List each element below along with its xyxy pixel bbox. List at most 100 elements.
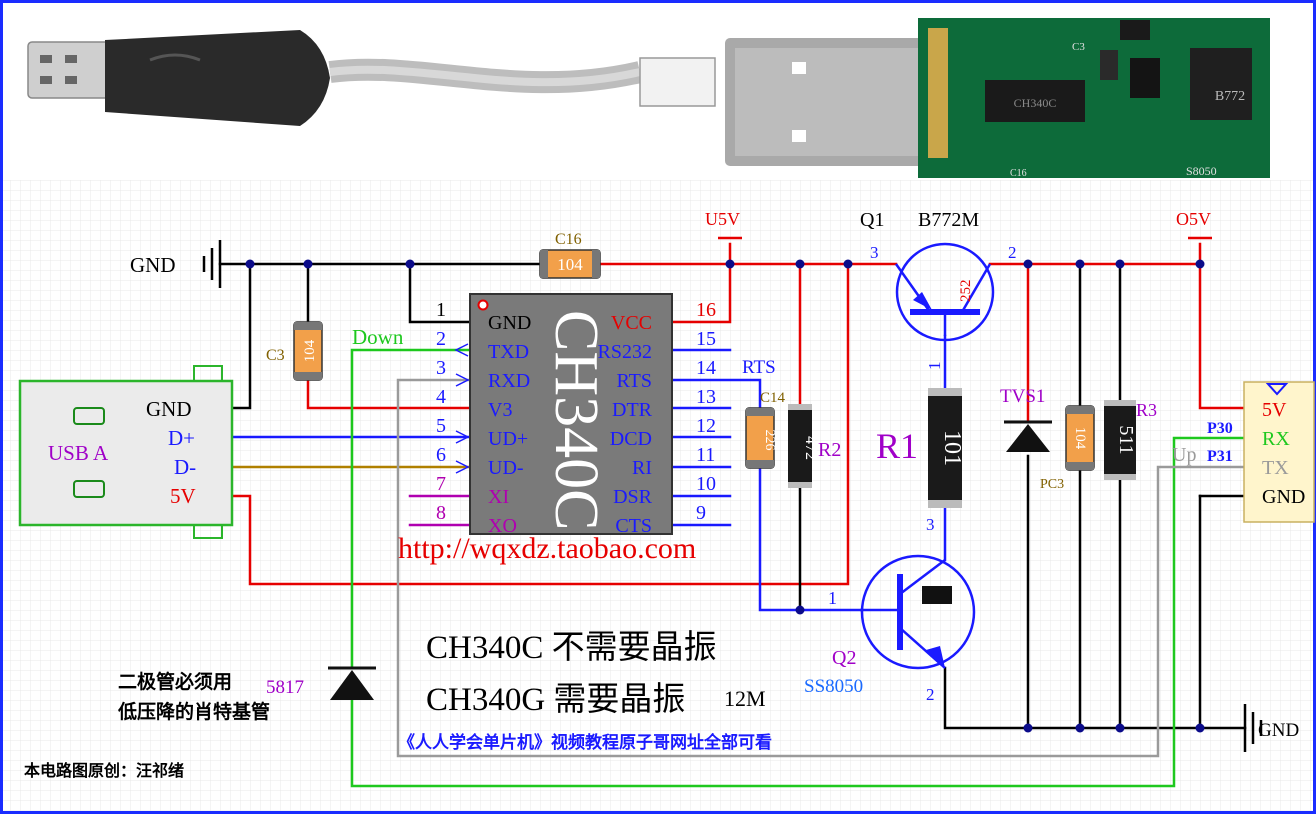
capacitor-c3	[293, 321, 323, 381]
pcb-c3-label: C3	[1072, 41, 1085, 53]
chip-right-pins: 16 15 14 13 12 11 10 9 VCC RS232 RTS DTR…	[598, 299, 716, 537]
q1-pin-2: 2	[1008, 243, 1017, 262]
pin-label-xo: XO	[488, 515, 517, 537]
diode-note-2: 低压降的肖特基管	[117, 700, 270, 723]
resistor-r1	[928, 388, 962, 508]
usb-pin-gnd: GND	[146, 397, 192, 421]
capacitor-c16	[539, 249, 601, 279]
pin-label-dsr: DSR	[613, 486, 653, 508]
pin-num-9: 9	[696, 502, 706, 524]
usb-cable-photo	[3, 3, 716, 178]
pin-num-16: 16	[696, 299, 716, 321]
header-pin-5v: 5V	[1262, 399, 1287, 421]
chip-left-pins: 1 2 3 4 5 6 7 8 GND TXD RXD V3 UD+ UD- X…	[436, 299, 531, 537]
output-header	[1243, 381, 1315, 523]
pin-num-6: 6	[436, 444, 446, 466]
q2-part: SS8050	[804, 676, 863, 697]
usb-pin-5v: 5V	[170, 484, 196, 508]
pin-num-5: 5	[436, 415, 446, 437]
c16-value: 104	[557, 255, 583, 274]
pin-num-14: 14	[696, 357, 716, 379]
q1-pin-3: 3	[870, 243, 879, 262]
pin-num-8: 8	[436, 502, 446, 524]
pcb-c16-label: C16	[1010, 168, 1027, 179]
resistor-r3	[1104, 400, 1136, 480]
diode-value: 5817	[266, 677, 304, 698]
pc3-value: 104	[1072, 427, 1088, 450]
pin-label-rts: RTS	[617, 370, 652, 392]
resistor-r2	[788, 404, 812, 488]
r1-name: R1	[876, 426, 918, 466]
q2-pin-2: 2	[926, 685, 935, 704]
header-pin-tx: TX	[1262, 457, 1289, 479]
pin-label-gnd: GND	[488, 312, 531, 334]
note-ch340g-freq: 12M	[724, 686, 766, 711]
c3-value: 104	[302, 339, 318, 362]
pin-label-udplus: UD+	[488, 428, 528, 450]
pin-label-rxd: RXD	[488, 370, 530, 392]
header-pin-gnd: GND	[1262, 486, 1305, 508]
pc3-name: PC3	[1040, 477, 1064, 492]
q2-body-marker	[922, 586, 952, 604]
pin-label-cts: CTS	[615, 515, 652, 537]
q1-emitter-arrow	[913, 292, 932, 310]
pcb-chip-marking: CH340C	[1014, 96, 1057, 110]
header-p30: P30	[1207, 420, 1233, 437]
header-pin-rx: RX	[1262, 428, 1290, 450]
up-label: Up	[1172, 444, 1196, 466]
pin-num-12: 12	[696, 415, 716, 437]
pin-num-7: 7	[436, 473, 446, 495]
capacitor-pc3	[1065, 405, 1095, 471]
gnd-symbol-right	[1243, 704, 1263, 752]
usb-pin-dminus: D-	[174, 455, 196, 479]
gnd-right-label: GND	[1258, 720, 1299, 741]
q1-marking: 252	[958, 280, 974, 303]
o5v-label: O5V	[1176, 209, 1211, 229]
wires	[218, 242, 1247, 788]
c14-value: 226	[762, 430, 777, 451]
capacitor-c14	[745, 407, 775, 469]
u5v-port: U5V	[705, 209, 742, 240]
q1-name: Q1	[860, 209, 884, 231]
pcb-s8050-label: S8050	[1186, 164, 1217, 178]
c16-name: C16	[555, 231, 582, 248]
q1-pin-1: 1	[925, 362, 944, 371]
pin-label-dtr: DTR	[612, 399, 653, 421]
r3-name: R3	[1136, 400, 1157, 420]
tvs-diode	[1004, 420, 1052, 452]
ch340c-chip	[469, 293, 673, 535]
author-credit: 本电路图原创：汪祁绪	[24, 761, 184, 780]
pin-num-2: 2	[436, 328, 446, 350]
down-label: Down	[352, 325, 404, 349]
transistor-q2	[860, 554, 976, 670]
q2-emitter-arrow	[926, 646, 945, 668]
r2-name: R2	[818, 439, 841, 461]
r1-value: 101	[939, 430, 965, 466]
diode-note-1: 二极管必须用	[118, 670, 232, 693]
pcb-b772-marking: B772	[1215, 89, 1245, 104]
pin-label-ri: RI	[632, 457, 652, 479]
usb-pin-dplus: D+	[168, 426, 195, 450]
note-video: 《人人学会单片机》视频教程原子哥网址全部可看	[398, 732, 772, 752]
chip-name: CH340C	[542, 310, 610, 530]
pin-num-3: 3	[436, 357, 446, 379]
rts-net-label: RTS	[742, 357, 776, 378]
pin-label-txd: TXD	[488, 341, 529, 363]
pin-label-v3: V3	[488, 399, 512, 421]
q1-part: B772M	[918, 209, 979, 231]
c3-name: C3	[266, 347, 285, 364]
o5v-port: O5V	[1176, 209, 1212, 240]
url-label: http://wqxdz.taobao.com	[398, 532, 696, 565]
u5v-label: U5V	[705, 209, 740, 229]
junctions	[245, 259, 1205, 733]
note-ch340g: CH340G 需要晶振	[426, 681, 685, 718]
r2-value: 472	[802, 436, 819, 460]
header-p31: P31	[1207, 448, 1233, 465]
pin-label-rs232: RS232	[598, 341, 652, 363]
pcb-photo: CH340C B772 C3 S8050 C16	[718, 3, 1270, 179]
q2-pin-3: 3	[926, 515, 935, 534]
pin-label-udminus: UD-	[488, 457, 524, 479]
gnd-symbol-left	[202, 240, 222, 288]
q2-name: Q2	[832, 647, 856, 669]
